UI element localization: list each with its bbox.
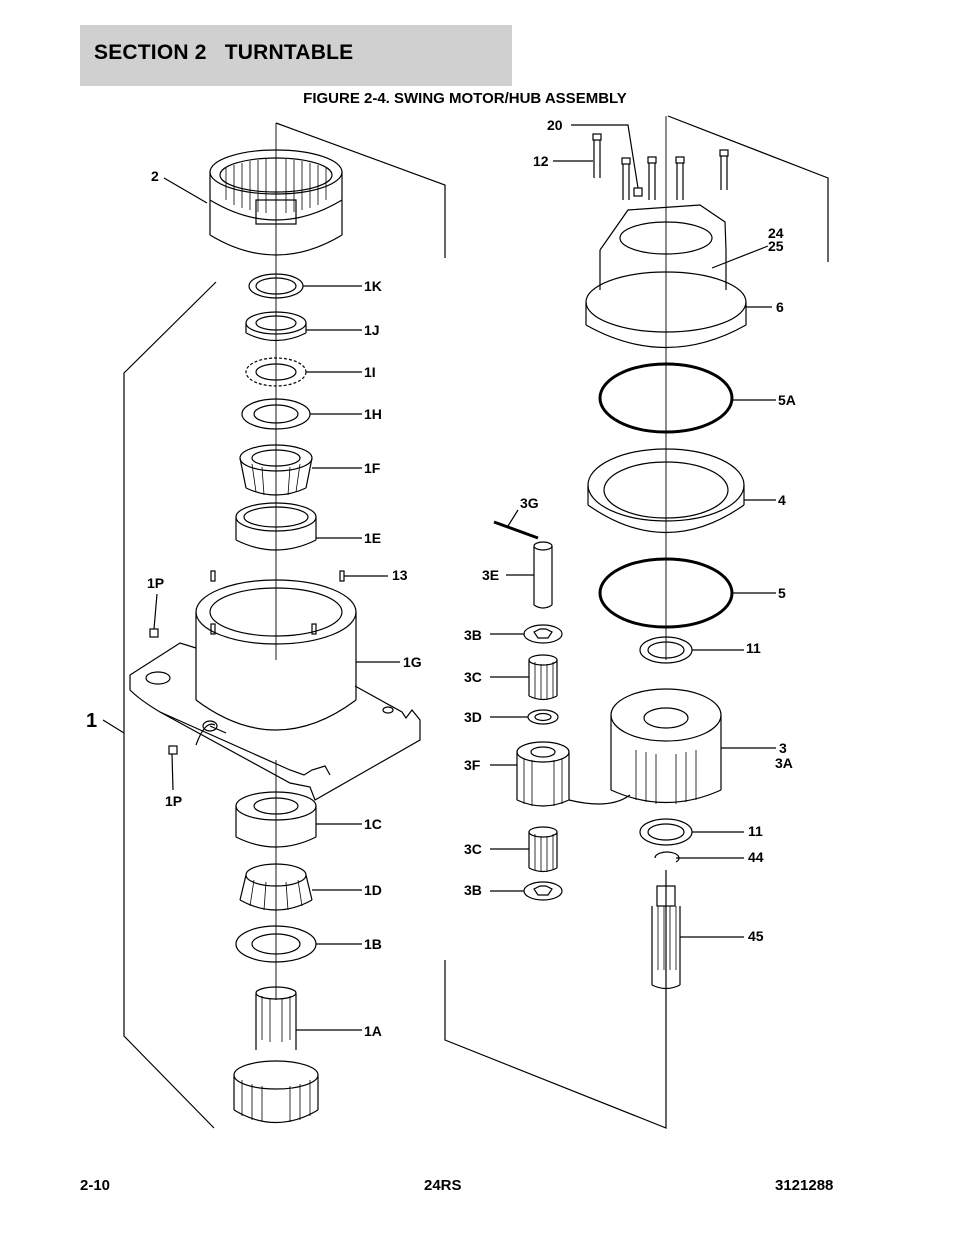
callout-44: 44 <box>748 849 764 865</box>
callout-3A: 3A <box>775 755 793 771</box>
callout-1P-top: 1P <box>147 575 164 591</box>
callout-3C-top: 3C <box>464 669 482 685</box>
footer-doc-number: 3121288 <box>775 1177 834 1194</box>
part-11-thrust-washer-bottom <box>639 818 693 846</box>
section-title: SECTION 2 TURNTABLE <box>94 41 354 64</box>
callout-3B-top: 3B <box>464 627 482 643</box>
part-13-pins <box>210 570 345 635</box>
part-1D-bearing-cone <box>239 863 313 911</box>
part-45-input-shaft <box>651 885 681 990</box>
part-1E-bearing-cup <box>235 502 317 551</box>
part-1J-nut <box>245 311 307 342</box>
callout-11-bottom: 11 <box>748 823 763 839</box>
callout-4: 4 <box>778 492 786 508</box>
figure-title: FIGURE 2-4. SWING MOTOR/HUB ASSEMBLY <box>0 90 954 107</box>
assembly-bracket-3 <box>667 115 829 262</box>
callout-5: 5 <box>778 585 786 601</box>
callout-1J: 1J <box>364 322 380 338</box>
part-3-carrier <box>610 688 722 804</box>
part-44-retaining-ring <box>654 851 680 863</box>
callout-5A: 5A <box>778 392 796 408</box>
callout-1K: 1K <box>364 278 382 294</box>
footer-page-number: 2-10 <box>80 1177 111 1194</box>
part-1G-hub-base <box>129 579 421 801</box>
callout-1P-bottom: 1P <box>165 793 182 809</box>
callout-3F: 3F <box>464 757 481 773</box>
callout-1D: 1D <box>364 882 382 898</box>
callout-1I: 1I <box>364 364 376 380</box>
part-4-ring-gear <box>587 448 745 534</box>
callout-3C-bottom: 3C <box>464 841 482 857</box>
callout-3E: 3E <box>482 567 499 583</box>
callout-1G: 1G <box>403 654 422 670</box>
callout-20: 20 <box>547 117 563 133</box>
callout-1B: 1B <box>364 936 382 952</box>
callout-1E: 1E <box>364 530 381 546</box>
part-5A-o-ring <box>598 362 734 434</box>
callout-3B-bottom: 3B <box>464 882 482 898</box>
assembly-bracket-4 <box>444 870 667 1129</box>
part-1C-bearing-cup <box>235 791 317 848</box>
callout-3G: 3G <box>520 495 539 511</box>
part-3C-needle-bearing-bottom <box>528 826 558 873</box>
callout-11-top: 11 <box>746 640 761 656</box>
leader-1P-top <box>153 593 158 630</box>
callout-1: 1 <box>86 710 97 732</box>
part-3G-pin <box>493 520 539 540</box>
part-6-motor-adapter <box>585 204 747 349</box>
part-3C-needle-bearing-top <box>528 654 558 701</box>
callout-1A: 1A <box>364 1023 382 1039</box>
leader-1P-bottom <box>171 753 174 791</box>
part-1A-pinion-shaft <box>233 986 319 1124</box>
part-3F-planet-gear <box>516 741 631 807</box>
callout-6: 6 <box>776 299 784 315</box>
callout-13: 13 <box>392 567 408 583</box>
leader-2 <box>163 177 208 204</box>
assembly-bracket-2 <box>275 122 446 258</box>
leader-20 <box>571 124 639 189</box>
callout-3D: 3D <box>464 709 482 725</box>
part-3D-spacer <box>527 709 559 725</box>
callout-1F: 1F <box>364 460 381 476</box>
footer-model: 24RS <box>424 1177 462 1194</box>
part-3B-thrust-washer-top <box>523 624 563 644</box>
leader-3G <box>507 509 519 527</box>
callout-24: 24 <box>768 225 784 241</box>
part-3E-planet-shaft <box>533 541 553 609</box>
part-2-ring-gear <box>209 149 343 256</box>
leader-1 <box>102 719 125 734</box>
section-header: SECTION 2 TURNTABLE <box>80 25 512 86</box>
part-3B-thrust-washer-bottom <box>523 881 563 901</box>
figure-title-text: FIGURE 2-4. SWING MOTOR/HUB ASSEMBLY <box>303 90 627 107</box>
callout-1H: 1H <box>364 406 382 422</box>
callout-2: 2 <box>151 168 159 184</box>
callout-12: 12 <box>533 153 549 169</box>
part-12-bolts <box>592 133 729 200</box>
part-20-fitting <box>633 187 643 197</box>
callout-1C: 1C <box>364 816 382 832</box>
leader-24-25 <box>711 245 769 269</box>
assembly-bracket-1 <box>123 281 217 1129</box>
callout-3: 3 <box>779 740 787 756</box>
callout-25: 25 <box>768 238 784 254</box>
callout-45: 45 <box>748 928 764 944</box>
part-1F-bearing-cone <box>239 444 313 496</box>
